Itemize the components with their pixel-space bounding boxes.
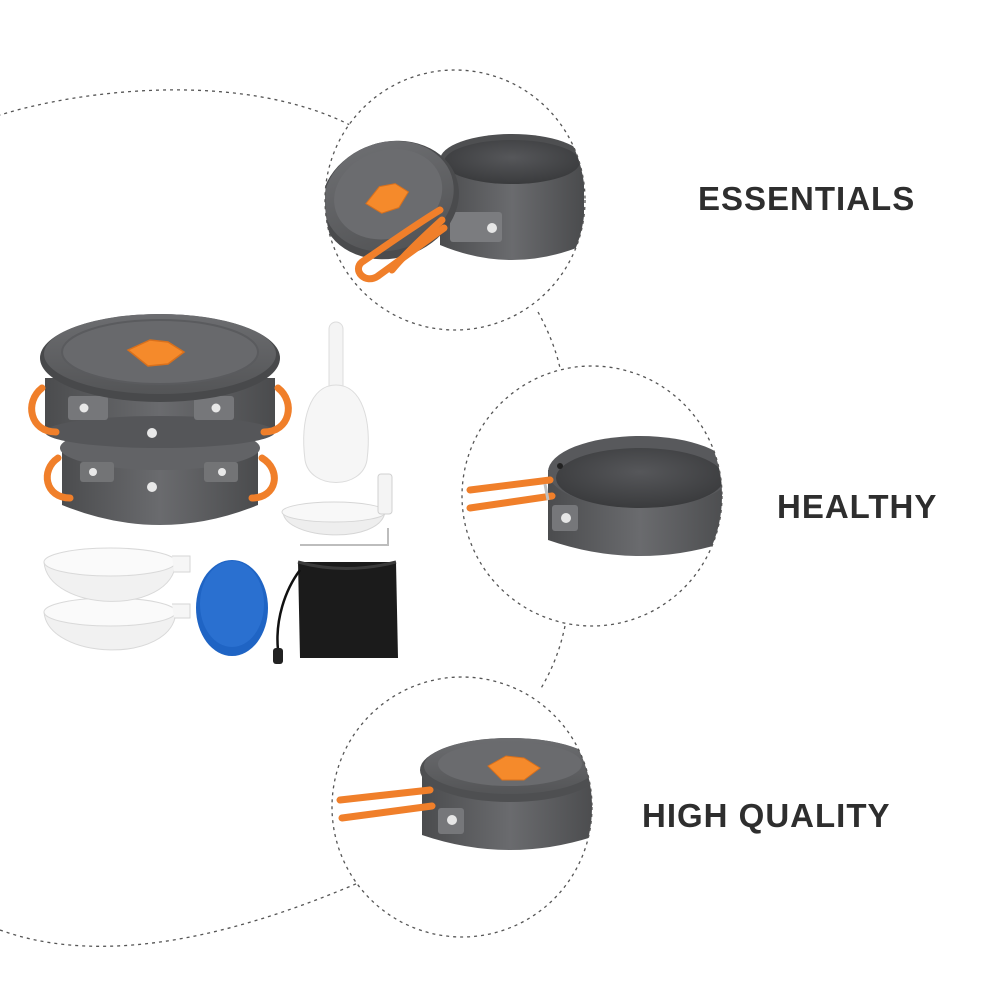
feature-label-high-quality: HIGH QUALITY xyxy=(642,797,891,834)
big-lid xyxy=(40,314,280,402)
white-bowls xyxy=(43,547,191,651)
pot-with-lid-closeup xyxy=(324,69,586,331)
cookware-set-illustration xyxy=(28,314,398,664)
lidded-pan-closeup xyxy=(331,676,593,938)
feature-label-healthy: HEALTHY xyxy=(777,488,938,525)
dashed-connector-top xyxy=(537,311,561,369)
cleaning-sponge xyxy=(196,560,268,656)
big-dashed-arc xyxy=(0,89,366,947)
feature-label-essentials: ESSENTIALS xyxy=(698,180,916,217)
dashed-connector-bottom xyxy=(539,625,566,691)
frying-pan-closeup xyxy=(461,365,723,627)
storage-pouch xyxy=(273,560,398,664)
small-bowl xyxy=(281,473,393,546)
rice-spoon xyxy=(303,321,369,483)
